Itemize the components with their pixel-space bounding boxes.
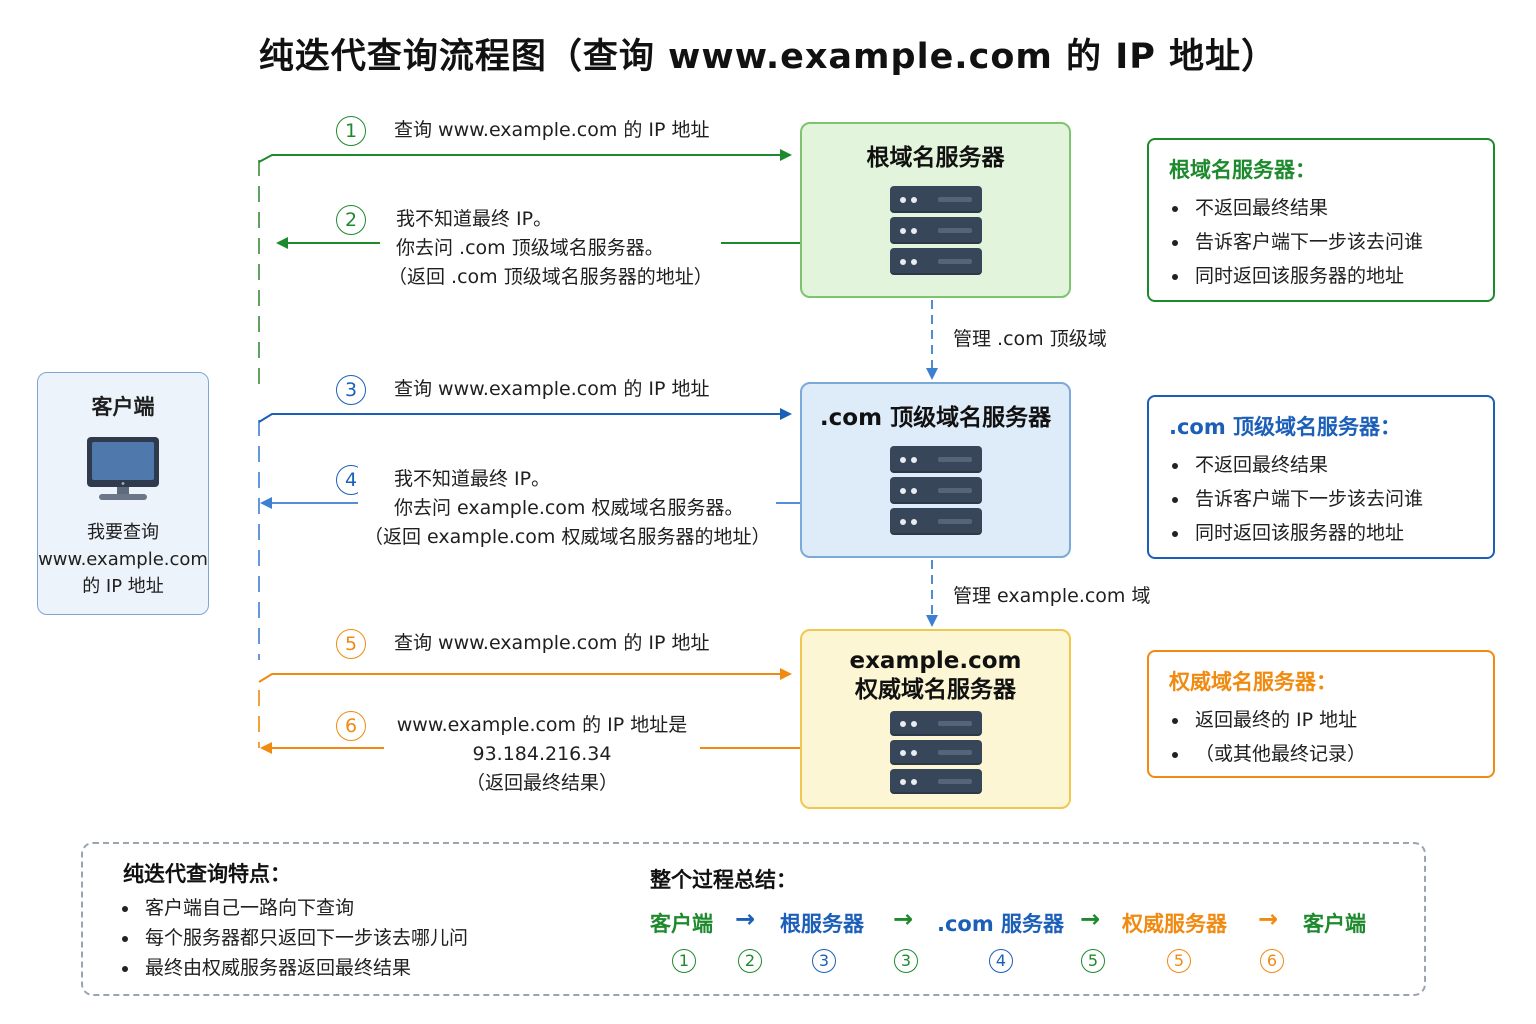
com-info-box: .com 顶级域名服务器： 不返回最终结果 告诉客户端下一步该去问谁 同时返回该… <box>1147 395 1495 559</box>
authoritative-server-box: example.com 权威域名服务器 <box>800 629 1071 809</box>
com-info-item: 告诉客户端下一步该去问谁 <box>1169 482 1493 516</box>
summary-step-number: 4 <box>989 949 1013 973</box>
com-server-box: .com 顶级域名服务器 <box>800 382 1071 558</box>
step-5-message: 查询 www.example.com 的 IP 地址 <box>394 629 710 658</box>
root-info-item: 告诉客户端下一步该去问谁 <box>1169 225 1493 259</box>
client-line-3: 的 IP 地址 <box>82 576 164 597</box>
manage-example-label: 管理 example.com 域 <box>953 585 1151 607</box>
root-info-box: 根域名服务器： 不返回最终结果 告诉客户端下一步该去问谁 同时返回该服务器的地址 <box>1147 138 1495 302</box>
root-info-item: 不返回最终结果 <box>1169 191 1493 225</box>
summary-step-number: 1 <box>672 949 696 973</box>
page-title: 纯迭代查询流程图（查询 www.example.com 的 IP 地址） <box>258 37 1278 77</box>
com-info-heading: .com 顶级域名服务器： <box>1169 415 1402 439</box>
step-5-number: 5 <box>336 629 366 659</box>
step-3-message: 查询 www.example.com 的 IP 地址 <box>394 375 710 404</box>
authoritative-server-name-1: example.com <box>849 648 1022 674</box>
step-3-number: 3 <box>336 375 366 405</box>
server-rack-icon <box>889 711 982 798</box>
flow-authoritative-server: 权威服务器 <box>1122 912 1227 936</box>
authoritative-info-heading: 权威域名服务器： <box>1169 670 1337 694</box>
summary-step-number: 2 <box>738 949 762 973</box>
flow-com-server: .com 服务器 <box>937 912 1065 936</box>
flow-arrow: → <box>1080 905 1101 933</box>
root-info-heading: 根域名服务器： <box>1169 158 1316 182</box>
features-heading: 纯迭代查询特点： <box>123 862 291 886</box>
step-6-message: www.example.com 的 IP 地址是 93.184.216.34 （… <box>384 711 700 798</box>
server-rack-icon <box>889 446 982 539</box>
root-server-name: 根域名服务器 <box>866 145 1005 171</box>
client-line-1: 我要查询 <box>87 522 159 543</box>
server-rack-icon <box>889 186 982 279</box>
com-info-item: 不返回最终结果 <box>1169 448 1493 482</box>
client-box: 客户端 我要查询 www.example.com 的 IP 地址 <box>37 372 209 615</box>
summary-heading: 整个过程总结： <box>650 868 797 892</box>
client-title: 客户端 <box>91 395 155 419</box>
step-6-number: 6 <box>336 711 366 741</box>
com-info-item: 同时返回该服务器的地址 <box>1169 516 1493 550</box>
step-2-number: 2 <box>336 205 366 235</box>
step-4-message: 我不知道最终 IP。 你去问 example.com 权威域名服务器。 （返回 … <box>358 465 777 552</box>
features-list: 客户端自己一路向下查询 每个服务器都只返回下一步该去哪儿问 最终由权威服务器返回… <box>119 893 468 983</box>
step-1-number: 1 <box>336 116 366 146</box>
arrow-step-5 <box>258 668 792 683</box>
summary-step-number: 3 <box>894 949 918 973</box>
summary-step-number: 5 <box>1081 949 1105 973</box>
summary-step-number: 5 <box>1167 949 1191 973</box>
step-1-message: 查询 www.example.com 的 IP 地址 <box>394 116 710 145</box>
client-line-2: www.example.com <box>38 549 208 570</box>
flow-root-server: 根服务器 <box>780 912 864 936</box>
summary-panel <box>81 842 1426 996</box>
feature-item: 最终由权威服务器返回最终结果 <box>119 953 468 983</box>
step-2-message: 我不知道最终 IP。 你去问 .com 顶级域名服务器。 （返回 .com 顶级… <box>380 205 721 292</box>
monitor-icon <box>87 437 159 500</box>
authoritative-server-name-2: 权威域名服务器 <box>855 677 1016 703</box>
authoritative-info-item: （或其他最终记录） <box>1169 737 1493 771</box>
arrow-step-3 <box>258 408 792 423</box>
manage-com-label: 管理 .com 顶级域 <box>953 328 1107 350</box>
com-server-name: .com 顶级域名服务器 <box>819 405 1052 431</box>
summary-step-number: 3 <box>812 949 836 973</box>
feature-item: 每个服务器都只返回下一步该去哪儿问 <box>119 923 468 953</box>
authoritative-info-box: 权威域名服务器： 返回最终的 IP 地址 （或其他最终记录） <box>1147 650 1495 778</box>
flow-client-end: 客户端 <box>1303 912 1366 936</box>
root-info-item: 同时返回该服务器的地址 <box>1169 259 1493 293</box>
flow-arrow: → <box>1258 905 1279 933</box>
authoritative-info-item: 返回最终的 IP 地址 <box>1169 703 1493 737</box>
flow-arrow: → <box>735 905 756 933</box>
root-server-box: 根域名服务器 <box>800 122 1071 298</box>
flow-client-start: 客户端 <box>650 912 713 936</box>
flow-arrow: → <box>893 905 914 933</box>
summary-step-number: 6 <box>1260 949 1284 973</box>
arrow-step-1 <box>258 149 792 163</box>
feature-item: 客户端自己一路向下查询 <box>119 893 468 923</box>
